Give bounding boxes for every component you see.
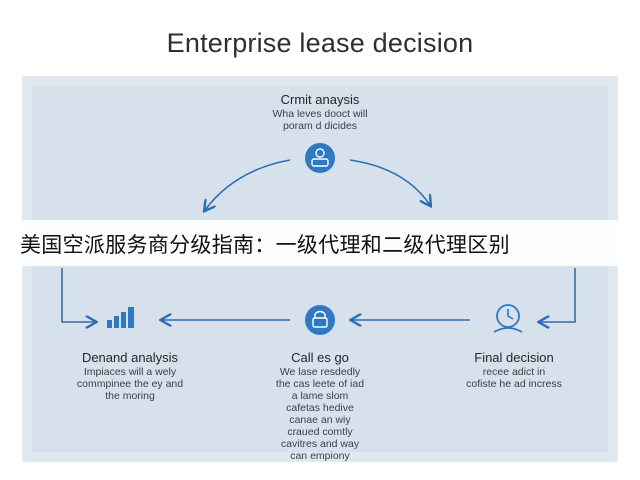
node-call-desc: We lase resdedly the cas leete of iad a …: [275, 366, 365, 462]
node-final-desc: recee adict in cofiste he ad incress: [466, 366, 562, 390]
node-final-title: Final decision: [474, 350, 554, 365]
arrow-right-to-final: [540, 268, 576, 322]
overlay-banner: [0, 220, 640, 266]
node-credit-title: Crmit anaysis: [280, 92, 360, 107]
user-icon: [305, 143, 335, 173]
lock-icon: [305, 305, 335, 335]
overlay-banner-text: 美国空派服务商分级指南：一级代理和二级代理区别: [20, 234, 510, 257]
arrow-credit-to-demand: [205, 159, 291, 210]
page-title: Enterprise lease decision: [166, 28, 474, 58]
node-demand-desc: Impiaces will a wely commpinee the ey an…: [76, 366, 184, 402]
clock-icon: [493, 304, 523, 333]
diagram-panel: [22, 76, 618, 462]
arrow-credit-to-final: [349, 159, 430, 205]
node-demand-title: Denand analysis: [81, 350, 179, 365]
node-call-title: Call es go: [291, 350, 349, 365]
arrow-left-to-demand: [61, 268, 95, 322]
bar-chart-icon: [107, 307, 134, 328]
node-credit-desc: Wha leves dooct will poram d dicides: [272, 108, 368, 132]
